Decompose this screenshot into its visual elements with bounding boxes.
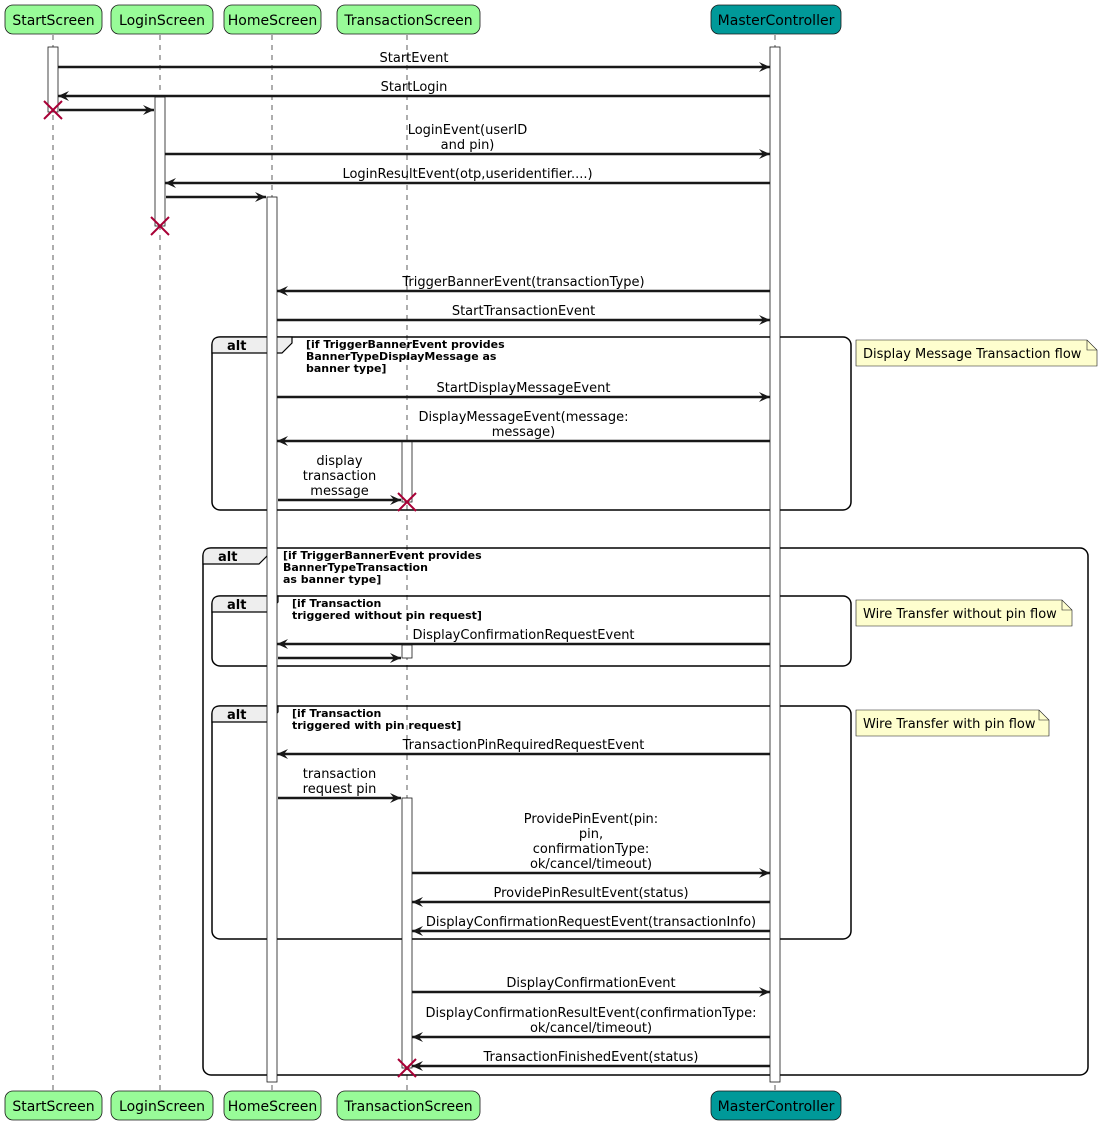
- message-label: LoginEvent(userID: [408, 123, 528, 138]
- message-label: StartTransactionEvent: [452, 304, 595, 319]
- fragment-condition: BannerTypeDisplayMessage as: [306, 350, 497, 363]
- activation-bar: [154, 96, 166, 227]
- message-label: ok/cancel/timeout): [530, 1021, 652, 1036]
- participant-login-bottom: [110, 1090, 214, 1121]
- participant-label-start-bottom: StartScreen: [12, 1099, 94, 1115]
- note-box: [855, 709, 1050, 737]
- message-label: confirmationType:: [533, 842, 649, 857]
- fragment-frame: [202, 547, 1089, 1076]
- message-label: pin,: [579, 827, 603, 842]
- participant-label-master-top: MasterController: [718, 13, 835, 29]
- note-text: Wire Transfer with pin flow: [863, 717, 1036, 732]
- message-label: message): [492, 425, 556, 440]
- activation-bar: [769, 46, 781, 1083]
- message-label: StartLogin: [381, 80, 448, 95]
- participant-master-bottom: [710, 1090, 842, 1121]
- participant-txn-top: [336, 4, 481, 35]
- participant-label-login-top: LoginScreen: [119, 13, 205, 29]
- destroy-marker: [397, 492, 417, 512]
- fragment-condition: [if TriggerBannerEvent provides: [306, 338, 505, 351]
- message-label: TransactionPinRequiredRequestEvent: [402, 738, 645, 753]
- note-box: [855, 339, 1098, 367]
- destroy-marker: [43, 100, 63, 120]
- fragment-condition: banner type]: [306, 362, 386, 375]
- note-fold: [1061, 600, 1072, 611]
- note-fold: [1086, 340, 1097, 351]
- participant-home-bottom: [223, 1090, 322, 1121]
- activation-bar: [266, 196, 278, 1083]
- fragment-keyword: alt: [227, 598, 246, 613]
- participant-login-top: [110, 4, 214, 35]
- message-label: ProvidePinResultEvent(status): [493, 886, 688, 901]
- activation-bar: [401, 440, 413, 503]
- participant-start-top: [4, 4, 103, 35]
- destroy-marker: [150, 216, 170, 236]
- participant-label-home-top: HomeScreen: [228, 13, 317, 29]
- message-label: DisplayConfirmationRequestEvent(transact…: [426, 915, 756, 930]
- note-text: Display Message Transaction flow: [863, 347, 1082, 362]
- message-label: DisplayConfirmationRequestEvent: [412, 628, 634, 643]
- fragments: alt[if TriggerBannerEvent providesBanner…: [202, 336, 1089, 1076]
- note-text: Wire Transfer without pin flow: [863, 607, 1057, 622]
- participant-label-txn-top: TransactionScreen: [343, 13, 472, 29]
- message-label: transaction: [303, 469, 376, 484]
- fragment-tab: [202, 547, 270, 565]
- message-label: request pin: [303, 782, 377, 797]
- message-label: display: [316, 454, 362, 469]
- fragment-condition: [if Transaction: [292, 707, 381, 720]
- fragment-keyword: alt: [227, 708, 246, 723]
- message-label: StartDisplayMessageEvent: [437, 381, 611, 396]
- message-label: TriggerBannerEvent(transactionType): [401, 275, 644, 290]
- activation-bar: [401, 644, 413, 659]
- destroy-marker: [397, 1058, 417, 1078]
- activation-bar: [401, 797, 413, 1069]
- fragment-frame: [211, 705, 852, 940]
- fragment-condition: as banner type]: [283, 573, 381, 586]
- note-box: [855, 599, 1073, 627]
- message-label: ProvidePinEvent(pin:: [524, 812, 658, 827]
- fragment-condition: triggered with pin request]: [292, 719, 461, 732]
- message-label: DisplayConfirmationResultEvent(confirmat…: [426, 1006, 757, 1021]
- activation-bars: [47, 46, 781, 1083]
- message-label: DisplayConfirmationEvent: [506, 976, 675, 991]
- note-fold: [1038, 710, 1049, 721]
- messages: StartEventStartLoginLoginEvent(userIDand…: [43, 51, 770, 1078]
- fragment-condition: triggered without pin request]: [292, 609, 482, 622]
- message-label: message: [310, 484, 368, 499]
- participant-label-start-top: StartScreen: [12, 13, 94, 29]
- message-label: LoginResultEvent(otp,useridentifier....): [342, 167, 592, 182]
- fragment-condition: BannerTypeTransaction: [283, 561, 428, 574]
- participant-start-bottom: [4, 1090, 103, 1121]
- message-label: TransactionFinishedEvent(status): [483, 1050, 699, 1065]
- activation-bar: [47, 46, 59, 113]
- fragment-frame: [211, 595, 852, 667]
- message-label: transaction: [303, 767, 376, 782]
- participant-label-login-bottom: LoginScreen: [119, 1099, 205, 1115]
- message-label: StartEvent: [380, 51, 449, 66]
- participant-label-home-bottom: HomeScreen: [228, 1099, 317, 1115]
- message-label: DisplayMessageEvent(message:: [418, 410, 628, 425]
- fragment-condition: [if Transaction: [292, 597, 381, 610]
- fragment-frame: [211, 336, 852, 511]
- fragment-tab: [211, 336, 293, 354]
- participant-home-top: [223, 4, 322, 35]
- fragment-keyword: alt: [218, 550, 237, 565]
- participant-txn-bottom: [336, 1090, 481, 1121]
- fragment-condition: [if TriggerBannerEvent provides: [283, 549, 482, 562]
- participants: StartScreenStartScreenLoginScreenLoginSc…: [4, 4, 842, 1121]
- message-label: and pin): [441, 138, 495, 153]
- message-label: ok/cancel/timeout): [530, 857, 652, 872]
- participant-master-top: [710, 4, 842, 35]
- participant-label-master-bottom: MasterController: [718, 1099, 835, 1115]
- participant-label-txn-bottom: TransactionScreen: [343, 1099, 472, 1115]
- fragment-keyword: alt: [227, 339, 246, 354]
